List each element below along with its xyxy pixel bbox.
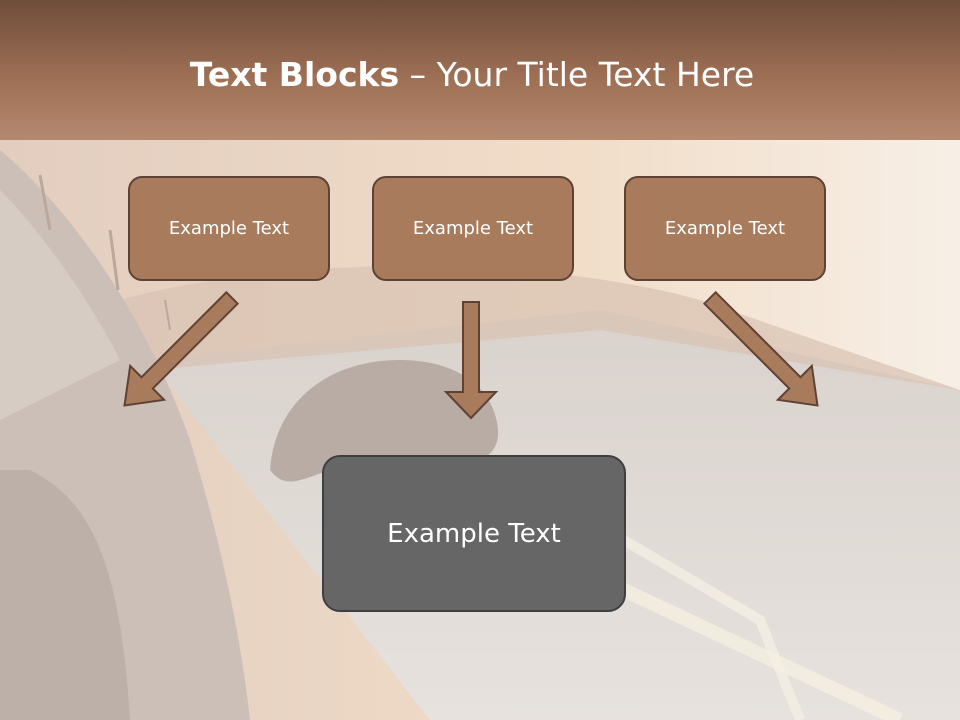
text-block-2-label: Example Text — [412, 218, 534, 239]
text-block-3-label: Example Text — [664, 218, 786, 239]
text-block-2[interactable]: Example Text — [372, 176, 574, 281]
arrow-center — [443, 301, 499, 420]
title-separator: – — [399, 55, 437, 94]
title-bold-part: Text Blocks — [189, 55, 400, 94]
target-text-block[interactable]: Example Text — [322, 455, 626, 612]
text-block-1[interactable]: Example Text — [128, 176, 330, 281]
arrow-right — [702, 290, 819, 407]
text-block-1-label: Example Text — [168, 218, 290, 239]
text-block-3[interactable]: Example Text — [624, 176, 826, 281]
arrow-left — [123, 290, 240, 407]
target-text-block-label: Example Text — [387, 518, 561, 549]
title-rest-part: Your Title Text Here — [436, 55, 755, 94]
slide-title: Text Blocks – Your Title Text Here — [0, 52, 944, 98]
